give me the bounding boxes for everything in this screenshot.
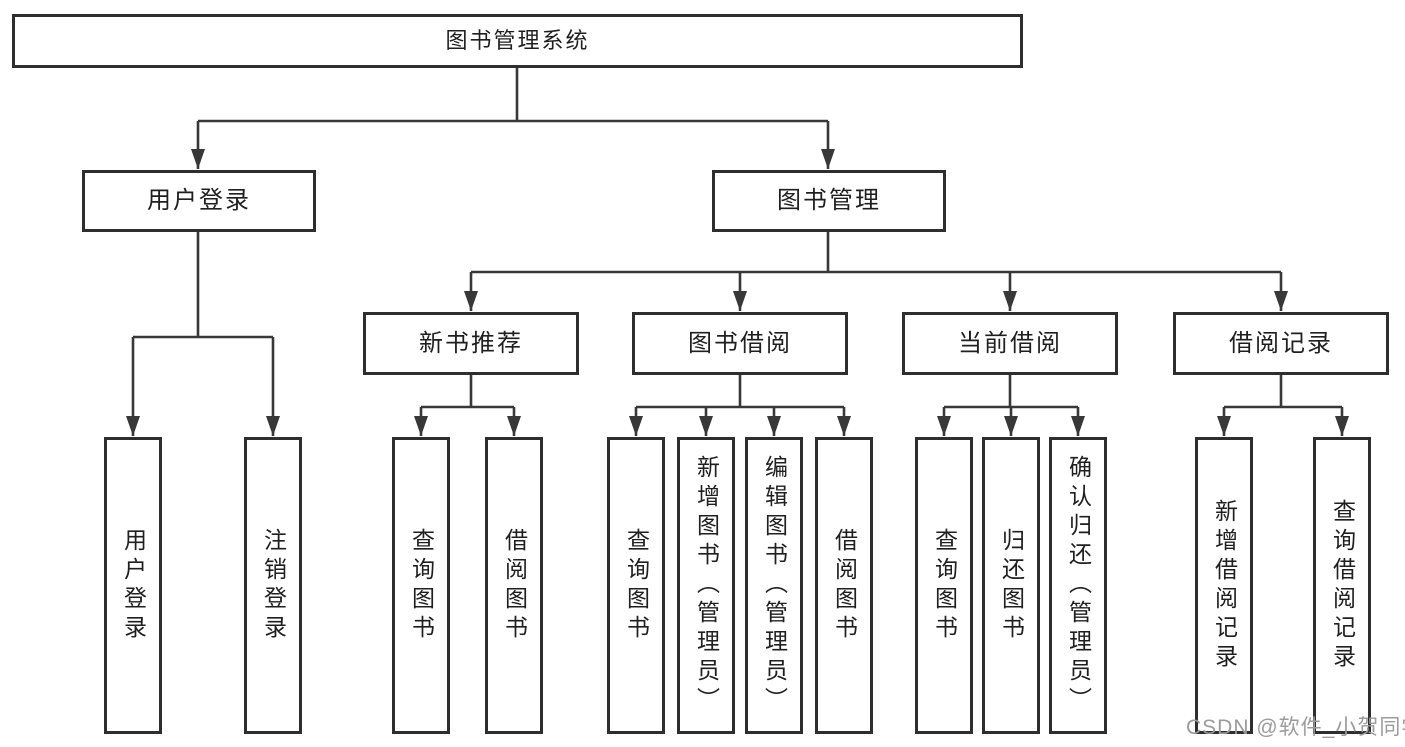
watermark: CSDN @软件_小贺同学 <box>1186 716 1405 739</box>
leaf-current-return-books: 归还图书 <box>982 437 1040 734</box>
leaf-logout-login: 注销登录 <box>244 437 302 734</box>
node-library-system: 图书管理系统 <box>12 14 1023 68</box>
node-current-borrowing: 当前借阅 <box>902 312 1118 375</box>
node-new-book-recommendation: 新书推荐 <box>363 312 579 375</box>
leaf-current-confirm-return-admin: 确认归还（管理员） <box>1049 437 1107 734</box>
node-book-borrowing: 图书借阅 <box>632 312 848 375</box>
leaf-recommend-borrow-books: 借阅图书 <box>485 437 543 734</box>
node-borrowing-records: 借阅记录 <box>1173 312 1389 375</box>
leaf-borrowing-borrow-books: 借阅图书 <box>815 437 873 734</box>
leaf-current-query-books: 查询图书 <box>915 437 973 734</box>
leaf-borrowing-edit-books-admin: 编辑图书（管理员） <box>745 437 803 734</box>
leaf-user-login: 用户登录 <box>104 437 162 734</box>
leaf-records-query-borrow-record: 查询借阅记录 <box>1313 437 1371 734</box>
leaf-records-add-borrow-record: 新增借阅记录 <box>1195 437 1253 734</box>
leaf-borrowing-add-books-admin: 新增图书（管理员） <box>677 437 735 734</box>
node-user-login: 用户登录 <box>82 170 316 232</box>
leaf-recommend-query-books: 查询图书 <box>392 437 450 734</box>
node-book-management: 图书管理 <box>712 170 946 232</box>
leaf-borrowing-query-books: 查询图书 <box>607 437 665 734</box>
